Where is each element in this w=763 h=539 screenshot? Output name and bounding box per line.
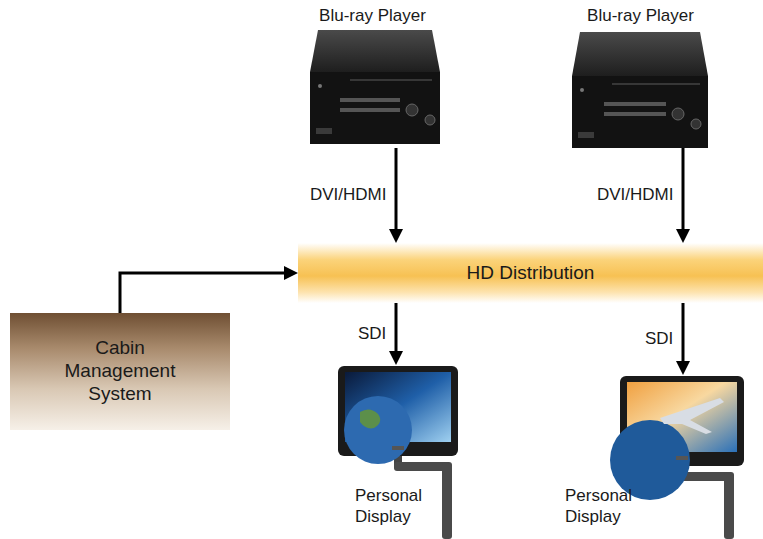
signal-arrow [389,148,403,243]
connector-line [395,148,398,231]
signal-arrow [120,266,298,313]
node-label: Cabin Management System [50,337,190,405]
node-label: Personal Display [355,486,435,527]
player-node: Blu-ray Player [296,2,449,148]
signal-label: SDI [358,324,386,344]
distribution-band: HD Distribution [298,243,763,303]
signal-arrow [676,148,690,243]
signal-label: DVI/HDMI [597,185,674,205]
display-illustration [610,376,744,539]
display-node: Personal Display [560,375,750,533]
display-illustration [338,366,458,539]
signal-arrow [676,303,690,375]
display-node: Personal Display [330,365,460,533]
node-label: Blu-ray Player [296,6,449,26]
connector-line [682,148,685,231]
node-label: Blu-ray Player [564,6,717,26]
node-label: HD Distribution [467,262,595,285]
arrowhead [389,229,403,243]
signal-label: SDI [645,329,673,349]
player-node: Blu-ray Player [564,2,717,148]
system-box: Cabin Management System [10,313,230,430]
bluray-player-illustration [310,30,440,144]
arrowhead [389,351,403,365]
arrowhead [676,361,690,375]
connector-line [120,273,286,313]
signal-label: DVI/HDMI [310,185,387,205]
connector-line [395,303,398,353]
bluray-player-illustration [572,32,708,148]
signal-arrow [389,303,403,365]
arrowhead [676,229,690,243]
node-label: Personal Display [565,486,645,527]
connector-line [682,303,685,363]
arrowhead [284,266,298,280]
